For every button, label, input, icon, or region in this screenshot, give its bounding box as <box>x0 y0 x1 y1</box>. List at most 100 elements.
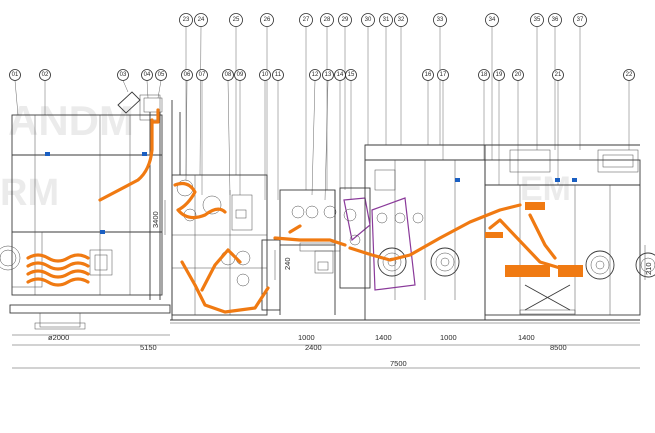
callout-21: 21 <box>552 69 564 81</box>
callout-label: 34 <box>489 17 496 23</box>
callout-circle <box>141 69 153 81</box>
svg-text:ANDM: ANDM <box>8 97 134 144</box>
callout-20: 20 <box>512 69 524 81</box>
callout-circle <box>530 13 544 27</box>
callout-03: 03 <box>117 69 129 81</box>
dim-5150: 5150 <box>140 343 157 352</box>
callout-circle <box>379 13 393 27</box>
callout-11: 11 <box>272 69 284 81</box>
callout-circle <box>437 69 449 81</box>
callout-09: 09 <box>234 69 246 81</box>
callout-label: 07 <box>199 72 206 78</box>
callout-14: 14 <box>334 69 346 81</box>
callout-label: 25 <box>233 17 240 23</box>
callout-circle <box>196 69 208 81</box>
dimensions: 3400 240 210 ø2000 5150 1000 2400 1400 1… <box>12 200 653 369</box>
callout-circle <box>117 69 129 81</box>
callout-circle <box>338 13 352 27</box>
callout-circle <box>309 69 321 81</box>
callout-label: 16 <box>425 72 432 78</box>
callout-label: 08 <box>225 72 232 78</box>
callout-label: 17 <box>440 72 447 78</box>
callout-circle <box>9 69 21 81</box>
callout-29: 29 <box>338 13 352 27</box>
callout-circle <box>299 13 313 27</box>
callout-label: 32 <box>398 17 405 23</box>
dim-1400-b: 1400 <box>518 333 535 342</box>
callout-label: 37 <box>577 17 584 23</box>
callout-07: 07 <box>196 69 208 81</box>
dim-1000-b: 1000 <box>440 333 457 342</box>
callout-06: 06 <box>181 69 193 81</box>
callout-label: 26 <box>264 17 271 23</box>
callout-19: 19 <box>493 69 505 81</box>
callout-circle <box>222 69 234 81</box>
callout-circle <box>181 69 193 81</box>
callout-circle <box>320 13 334 27</box>
callout-30: 30 <box>361 13 375 27</box>
callout-37: 37 <box>573 13 587 27</box>
callout-31: 31 <box>379 13 393 27</box>
callout-circle <box>361 13 375 27</box>
callout-circle <box>394 13 408 27</box>
callout-33: 33 <box>433 13 447 27</box>
callout-label: 23 <box>183 17 190 23</box>
callout-label: 18 <box>481 72 488 78</box>
callout-label: 36 <box>552 17 559 23</box>
callout-label: 11 <box>275 72 282 78</box>
callout-circle <box>623 69 635 81</box>
callout-circle <box>260 13 274 27</box>
callout-circle <box>179 13 193 27</box>
callout-35: 35 <box>530 13 544 27</box>
dim-1000-a: 1000 <box>298 333 315 342</box>
callout-25: 25 <box>229 13 243 27</box>
callout-circle <box>512 69 524 81</box>
callout-17: 17 <box>437 69 449 81</box>
callout-27: 27 <box>299 13 313 27</box>
callout-22: 22 <box>623 69 635 81</box>
callout-26: 26 <box>260 13 274 27</box>
callout-label: 01 <box>12 72 19 78</box>
callout-circle <box>155 69 167 81</box>
watermark: ANDM RM EM <box>0 97 571 214</box>
callout-13: 13 <box>322 69 334 81</box>
callout-label: 05 <box>158 72 165 78</box>
callout-circle <box>229 13 243 27</box>
callout-leader-01 <box>14 80 19 116</box>
callout-circle <box>422 69 434 81</box>
callout-leaders <box>14 26 630 201</box>
machine-structure <box>0 91 655 330</box>
callout-circle <box>194 13 208 27</box>
callout-circle <box>272 69 284 81</box>
callout-label: 33 <box>437 17 444 23</box>
callout-10: 10 <box>259 69 271 81</box>
callout-leader-13 <box>324 80 329 201</box>
callout-32: 32 <box>394 13 408 27</box>
callout-leader-04 <box>146 80 149 99</box>
callout-23: 23 <box>179 13 193 27</box>
callout-36: 36 <box>548 13 562 27</box>
callout-leader-12 <box>311 80 316 196</box>
callout-circle <box>234 69 246 81</box>
callout-08: 08 <box>222 69 234 81</box>
dim-2100-vertical: 210 <box>644 262 653 275</box>
callout-leader-08 <box>227 80 231 196</box>
dim-2400-vertical: 240 <box>283 257 292 270</box>
dim-2400: 2400 <box>305 343 322 352</box>
callout-label: 20 <box>515 72 522 78</box>
callout-18: 18 <box>478 69 490 81</box>
callout-label: 06 <box>184 72 191 78</box>
callout-01: 01 <box>9 69 21 81</box>
callout-label: 02 <box>42 72 49 78</box>
callout-label: 15 <box>348 72 355 78</box>
callout-04: 04 <box>141 69 153 81</box>
callout-02: 02 <box>39 69 51 81</box>
dim-7500: 7500 <box>390 359 407 368</box>
callout-leader-03 <box>122 80 129 93</box>
callout-label: 22 <box>626 72 633 78</box>
callout-circle <box>322 69 334 81</box>
callout-circle <box>39 69 51 81</box>
